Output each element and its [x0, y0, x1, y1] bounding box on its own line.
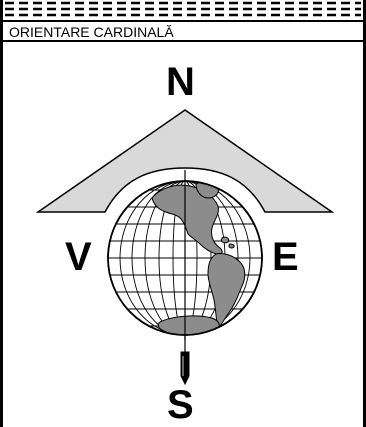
island-shape-1: [221, 237, 228, 243]
south-label: S: [167, 385, 194, 425]
north-label: N: [166, 62, 195, 102]
west-label: V: [65, 237, 92, 277]
east-label: E: [272, 237, 299, 277]
south-needle-icon: [181, 335, 189, 384]
island-shape-2: [229, 244, 234, 248]
